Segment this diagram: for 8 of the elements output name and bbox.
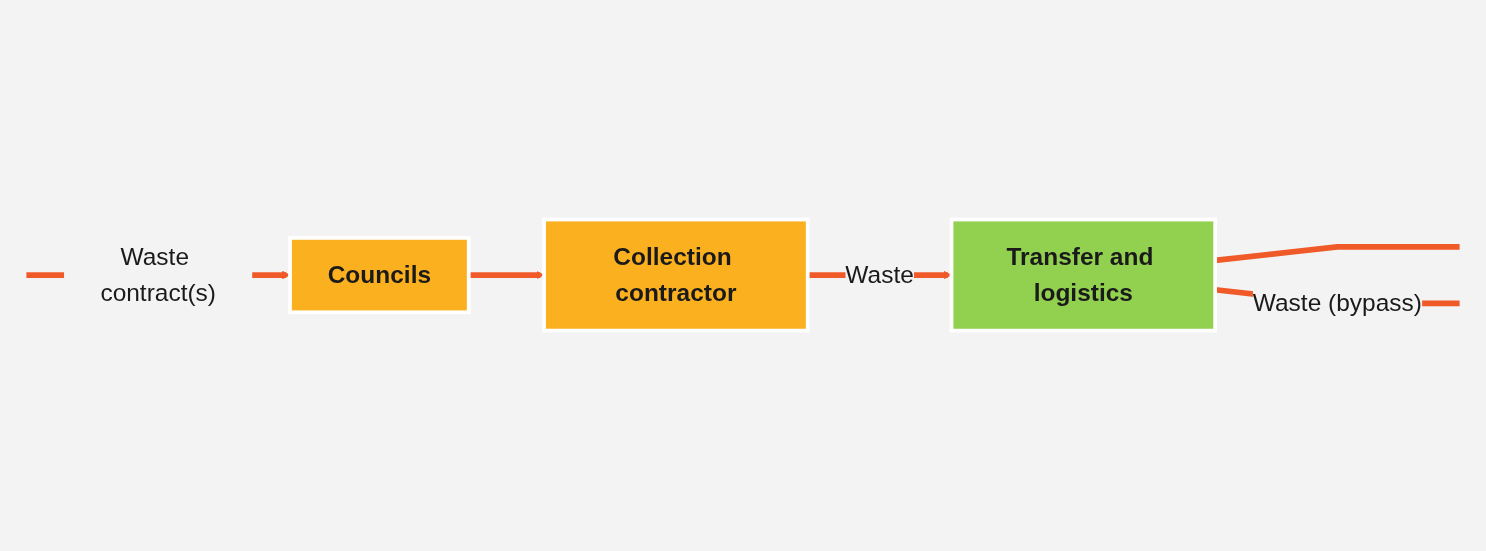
node-box: Councils: [288, 236, 471, 315]
connector: [1214, 244, 1460, 264]
node-box: Transfer and logistics: [949, 218, 1218, 333]
edge-label: Waste: [845, 260, 914, 290]
node-box: Collection contractor: [542, 218, 810, 333]
edge-label: Waste (bypass): [1252, 289, 1422, 318]
edge-label: Waste contract(s): [100, 242, 217, 308]
arrow: [468, 271, 545, 280]
